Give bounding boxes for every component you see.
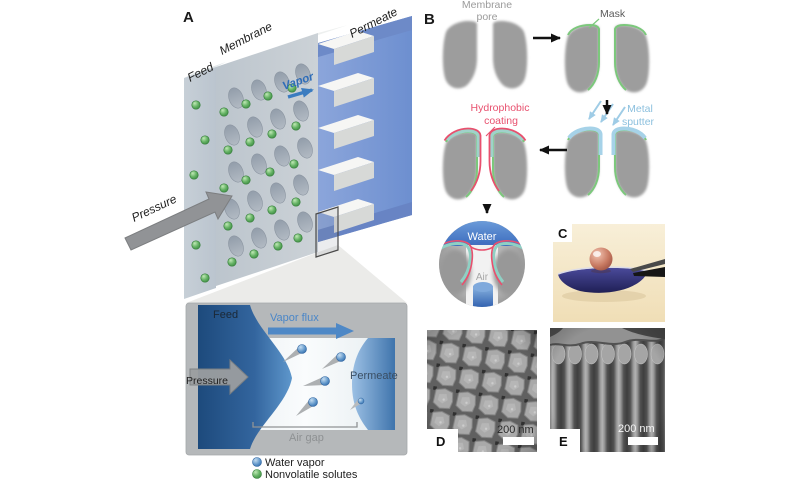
- inset-permeate-region: [352, 338, 395, 430]
- air-gap-fins: [318, 31, 374, 233]
- zoom-source-rect: [315, 206, 339, 258]
- panel-e-label: E: [559, 434, 568, 449]
- air-gap-bracket: [252, 422, 358, 428]
- pore-diagram-coated: [442, 127, 528, 200]
- pore-diagram-bare: [442, 21, 528, 89]
- photo-membrane-sheet: [558, 267, 648, 293]
- metal-sputter-caption-1: Metal: [627, 103, 653, 115]
- panel-d-label: D: [436, 434, 445, 449]
- legend-water-vapor: Water vapor: [265, 457, 325, 469]
- panel-a-inset: Vapor flux Pressure Feed Permeate Air ga…: [185, 302, 408, 456]
- hydrophobic-caption-1: Hydrophobic: [471, 102, 530, 114]
- panel-a-label: A: [183, 9, 194, 26]
- tweezers-upper-prong: [630, 259, 665, 272]
- legend-nonvolatile-solutes: Nonvolatile solutes: [265, 469, 358, 480]
- mask-leader-line: [588, 18, 600, 29]
- vapor-arrow: [287, 88, 314, 99]
- coating-leader-line: [485, 126, 496, 137]
- panel-c-label: C: [558, 226, 568, 241]
- hydrophobic-caption-2: coating: [484, 115, 518, 127]
- pore-diagram-mask: [564, 23, 650, 93]
- membrane-pore-caption-1: Membrane: [462, 0, 512, 11]
- legend: Water vapor Nonvolatile solutes: [252, 457, 358, 480]
- membrane-pores: [224, 63, 313, 257]
- pressure-arrow: [124, 191, 233, 251]
- panel-e-scale-bar: [628, 437, 658, 445]
- membrane-pore-caption-2: pore: [476, 11, 497, 23]
- zoom-cone: [186, 245, 407, 303]
- panel-d-scale-text: 200 nm: [497, 424, 534, 436]
- mask-caption: Mask: [600, 8, 626, 20]
- panel-e-label-box: [550, 429, 580, 452]
- panel-e-scale-text: 200 nm: [618, 423, 655, 435]
- panel-c-label-box: [553, 224, 572, 242]
- droplet-highlight: [593, 251, 601, 257]
- panel-a: A: [124, 4, 412, 303]
- solute-dots: [189, 83, 303, 283]
- membrane-block: [216, 25, 348, 286]
- water-vapor-dot-icon: [252, 457, 262, 467]
- panel-d-label-box: [427, 429, 458, 452]
- panel-d-scale-bar: [503, 437, 534, 445]
- metal-sputter-caption-2: sputter: [622, 116, 655, 128]
- pore-diagram-sputter: [564, 100, 650, 198]
- panel-e: 200 nm E: [550, 328, 665, 452]
- vapor-molecules: [283, 344, 365, 416]
- process-arrows: [482, 33, 612, 214]
- inset-feed-label: Feed: [213, 309, 238, 321]
- photo-shadow: [562, 290, 646, 302]
- panel-b-label: B: [424, 11, 435, 28]
- air-label: Air: [476, 272, 489, 283]
- tweezers-lower-prong: [633, 267, 665, 277]
- water-air-detail: Water Air: [439, 221, 525, 307]
- inset-permeate-label: Permeate: [350, 370, 398, 382]
- inset-pressure-arrow: [189, 358, 249, 396]
- panel-b: B Membrane pore Mask: [424, 0, 655, 307]
- inset-pressure-label: Pressure: [186, 375, 228, 387]
- panel-c: C: [553, 224, 665, 322]
- water-droplet: [589, 247, 613, 271]
- water-label: Water: [468, 231, 497, 243]
- solute-dot-icon: [252, 469, 262, 479]
- vapor-flux-label: Vapor flux: [270, 312, 319, 324]
- panel-d: 200 nm D: [427, 330, 537, 452]
- vapor-flux-arrowhead: [336, 323, 354, 339]
- air-gap-label: Air gap: [289, 432, 324, 444]
- feed-block: [184, 62, 226, 299]
- droplet-shadow: [591, 268, 611, 274]
